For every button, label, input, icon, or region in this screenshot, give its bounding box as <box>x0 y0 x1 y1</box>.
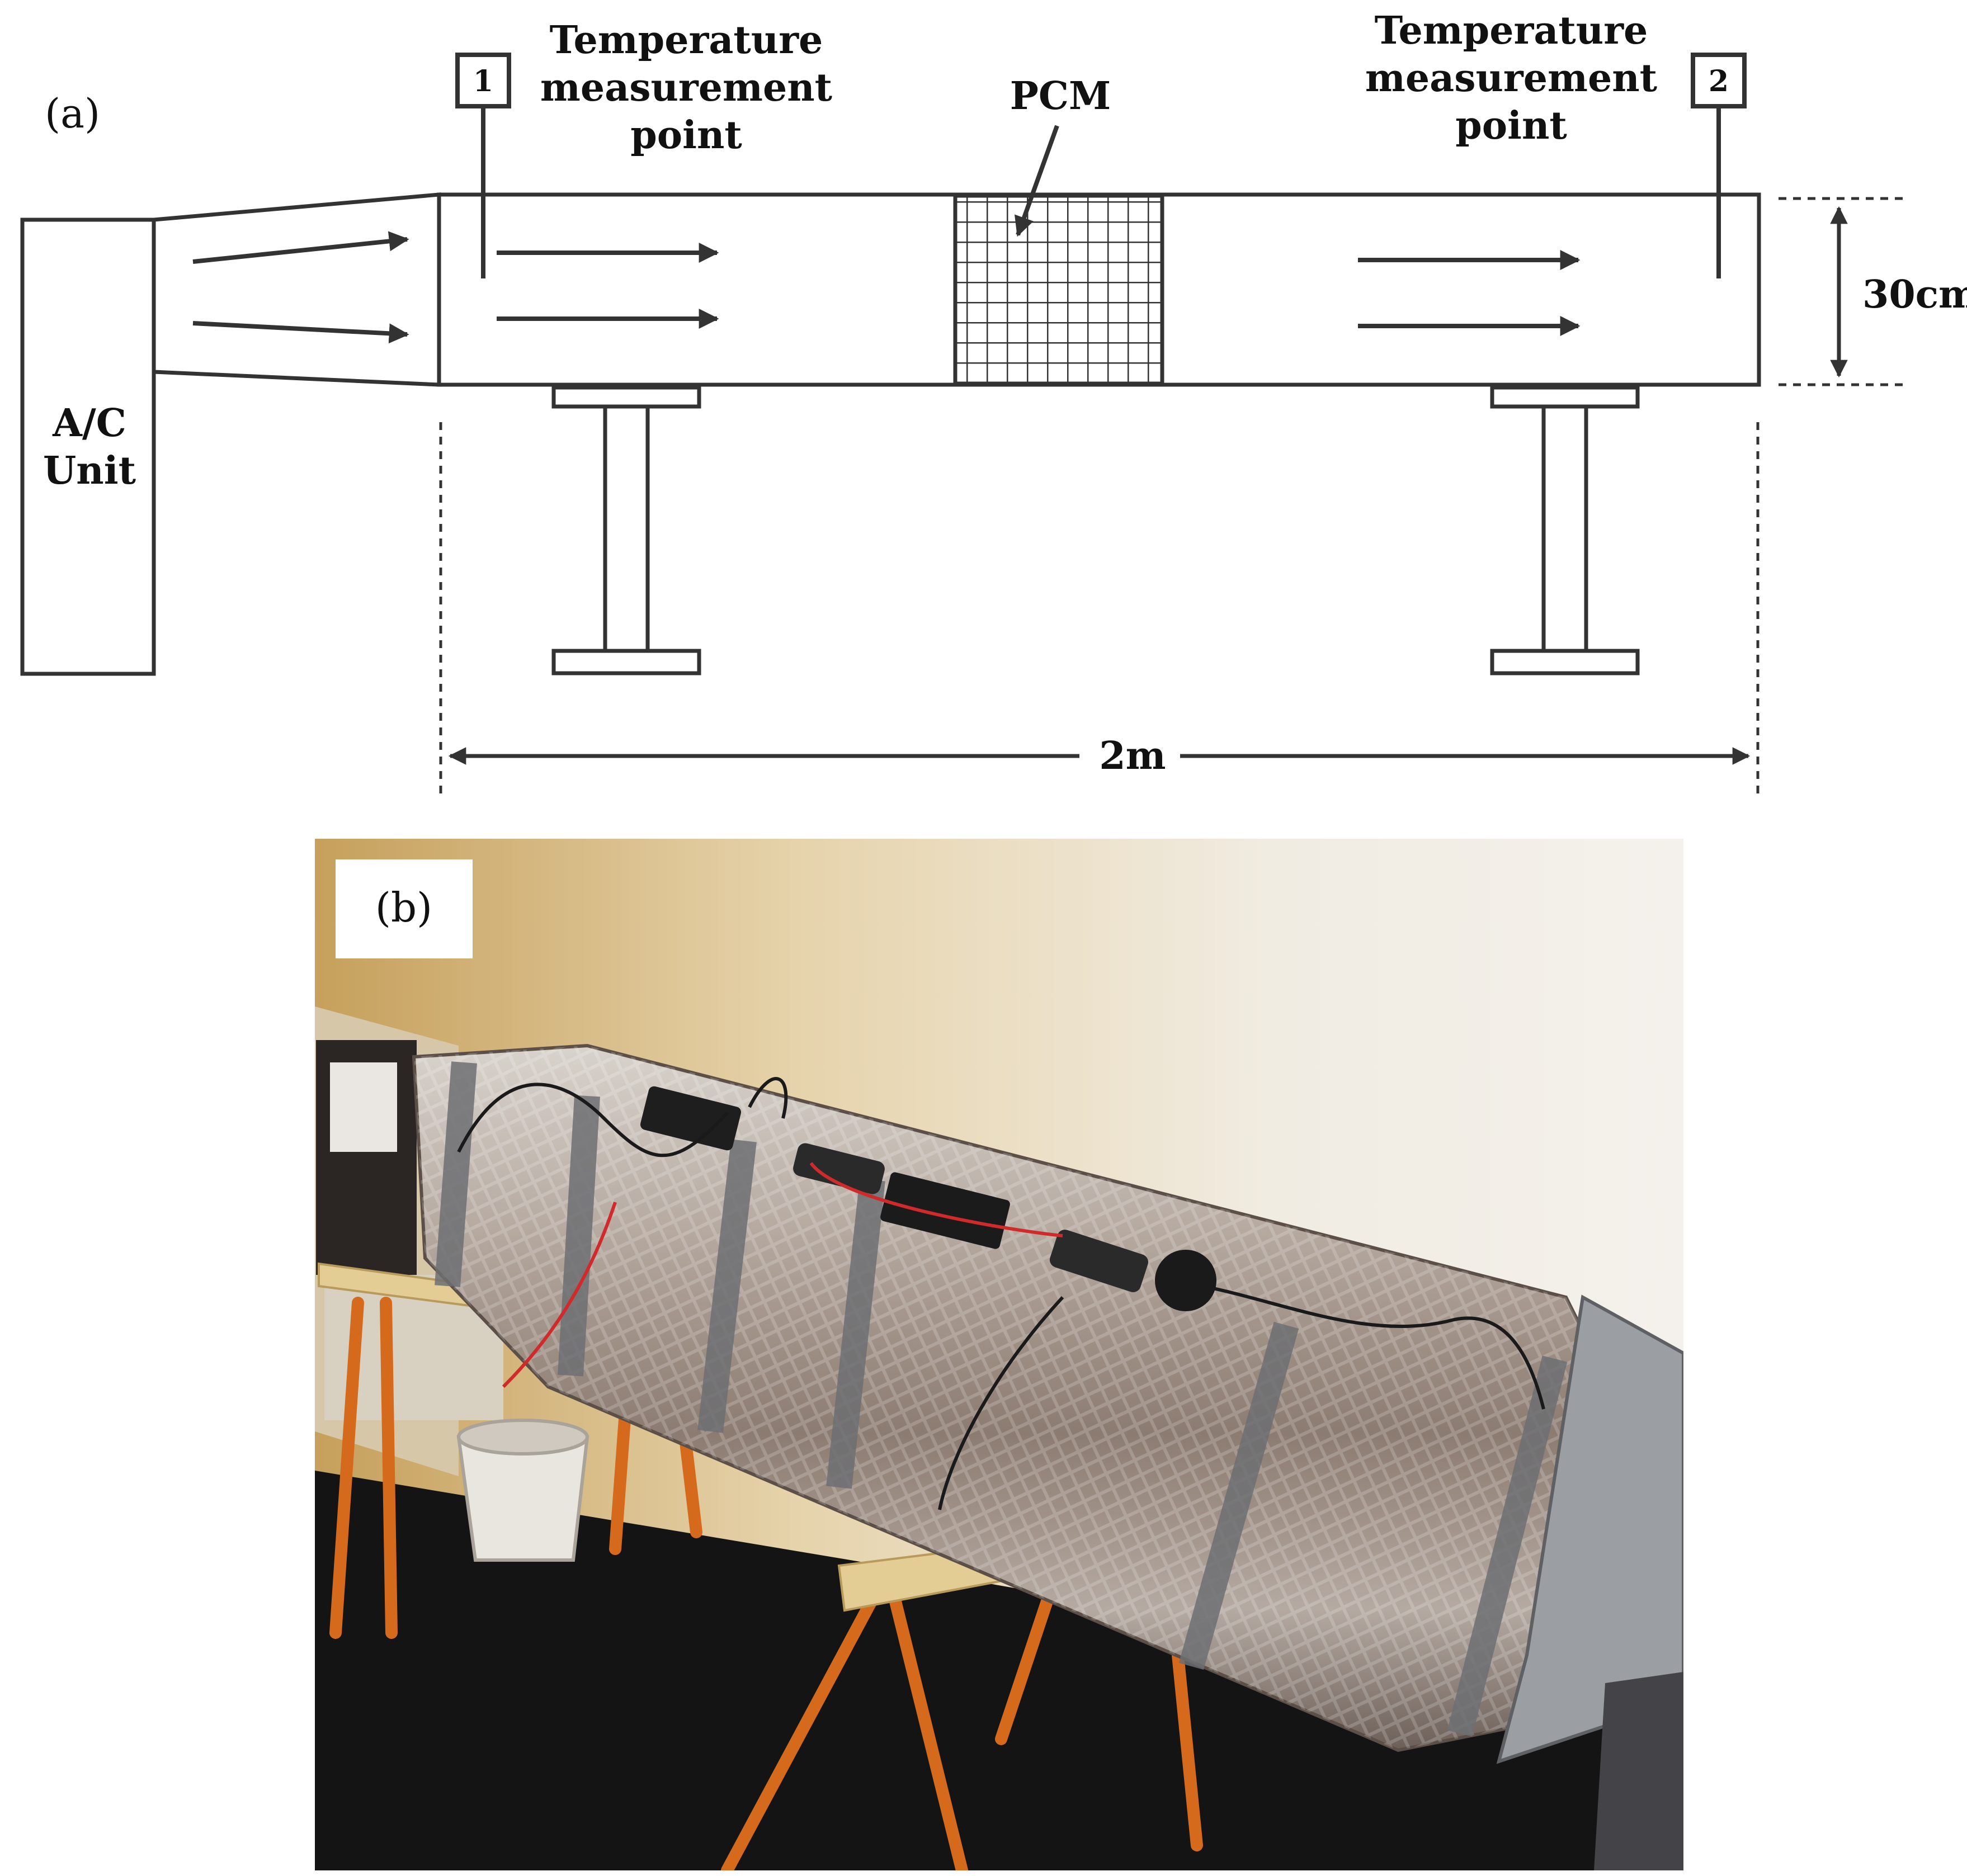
stand-right <box>1490 385 1640 675</box>
length-dimension-label: 2m <box>1099 734 1166 778</box>
point2-label-line3: point <box>1455 103 1567 148</box>
inlet-arrow-2 <box>192 321 409 344</box>
red-cable <box>502 1202 617 1388</box>
height-dimension-label: 30cm <box>1862 272 1967 317</box>
point1-label-line3: point <box>630 113 742 158</box>
point1-label-line1: Temperature <box>550 18 823 63</box>
point2-label-line1: Temperature <box>1375 8 1648 53</box>
panel-a-label: (a) <box>45 90 100 137</box>
ac-unit-label-line1: A/C <box>52 401 126 446</box>
pcm-label: PCM <box>1010 74 1111 119</box>
stand-left <box>551 385 701 675</box>
point1-number: 1 <box>473 64 493 98</box>
ac-unit-label-line2: Unit <box>43 448 136 493</box>
panel-b-label: (b) <box>375 884 432 931</box>
tape-bands <box>435 1061 1568 1737</box>
sensors <box>640 1086 1216 1311</box>
panel-a-diagram: (a) A/C Unit PCM 1 Temperature measureme… <box>20 8 1967 797</box>
pcm-section <box>955 196 1162 384</box>
point2-number: 2 <box>1709 64 1729 98</box>
floor <box>315 1471 1683 1870</box>
duct-outlet <box>1496 1294 1683 1764</box>
point1-label-line2: measurement <box>540 65 833 110</box>
transition-duct <box>152 192 441 387</box>
cables <box>457 1077 1545 1510</box>
pcm-pointer-arrow <box>1015 125 1059 237</box>
ac-unit-box <box>20 218 156 676</box>
panel-b-label-box <box>336 859 473 958</box>
panel-b-photo: (b) <box>315 839 1683 1870</box>
point1-marker-box <box>455 53 511 108</box>
point2-label-line2: measurement <box>1365 56 1658 101</box>
point2-marker-box <box>1691 53 1747 108</box>
inlet-arrow-1 <box>192 231 409 264</box>
